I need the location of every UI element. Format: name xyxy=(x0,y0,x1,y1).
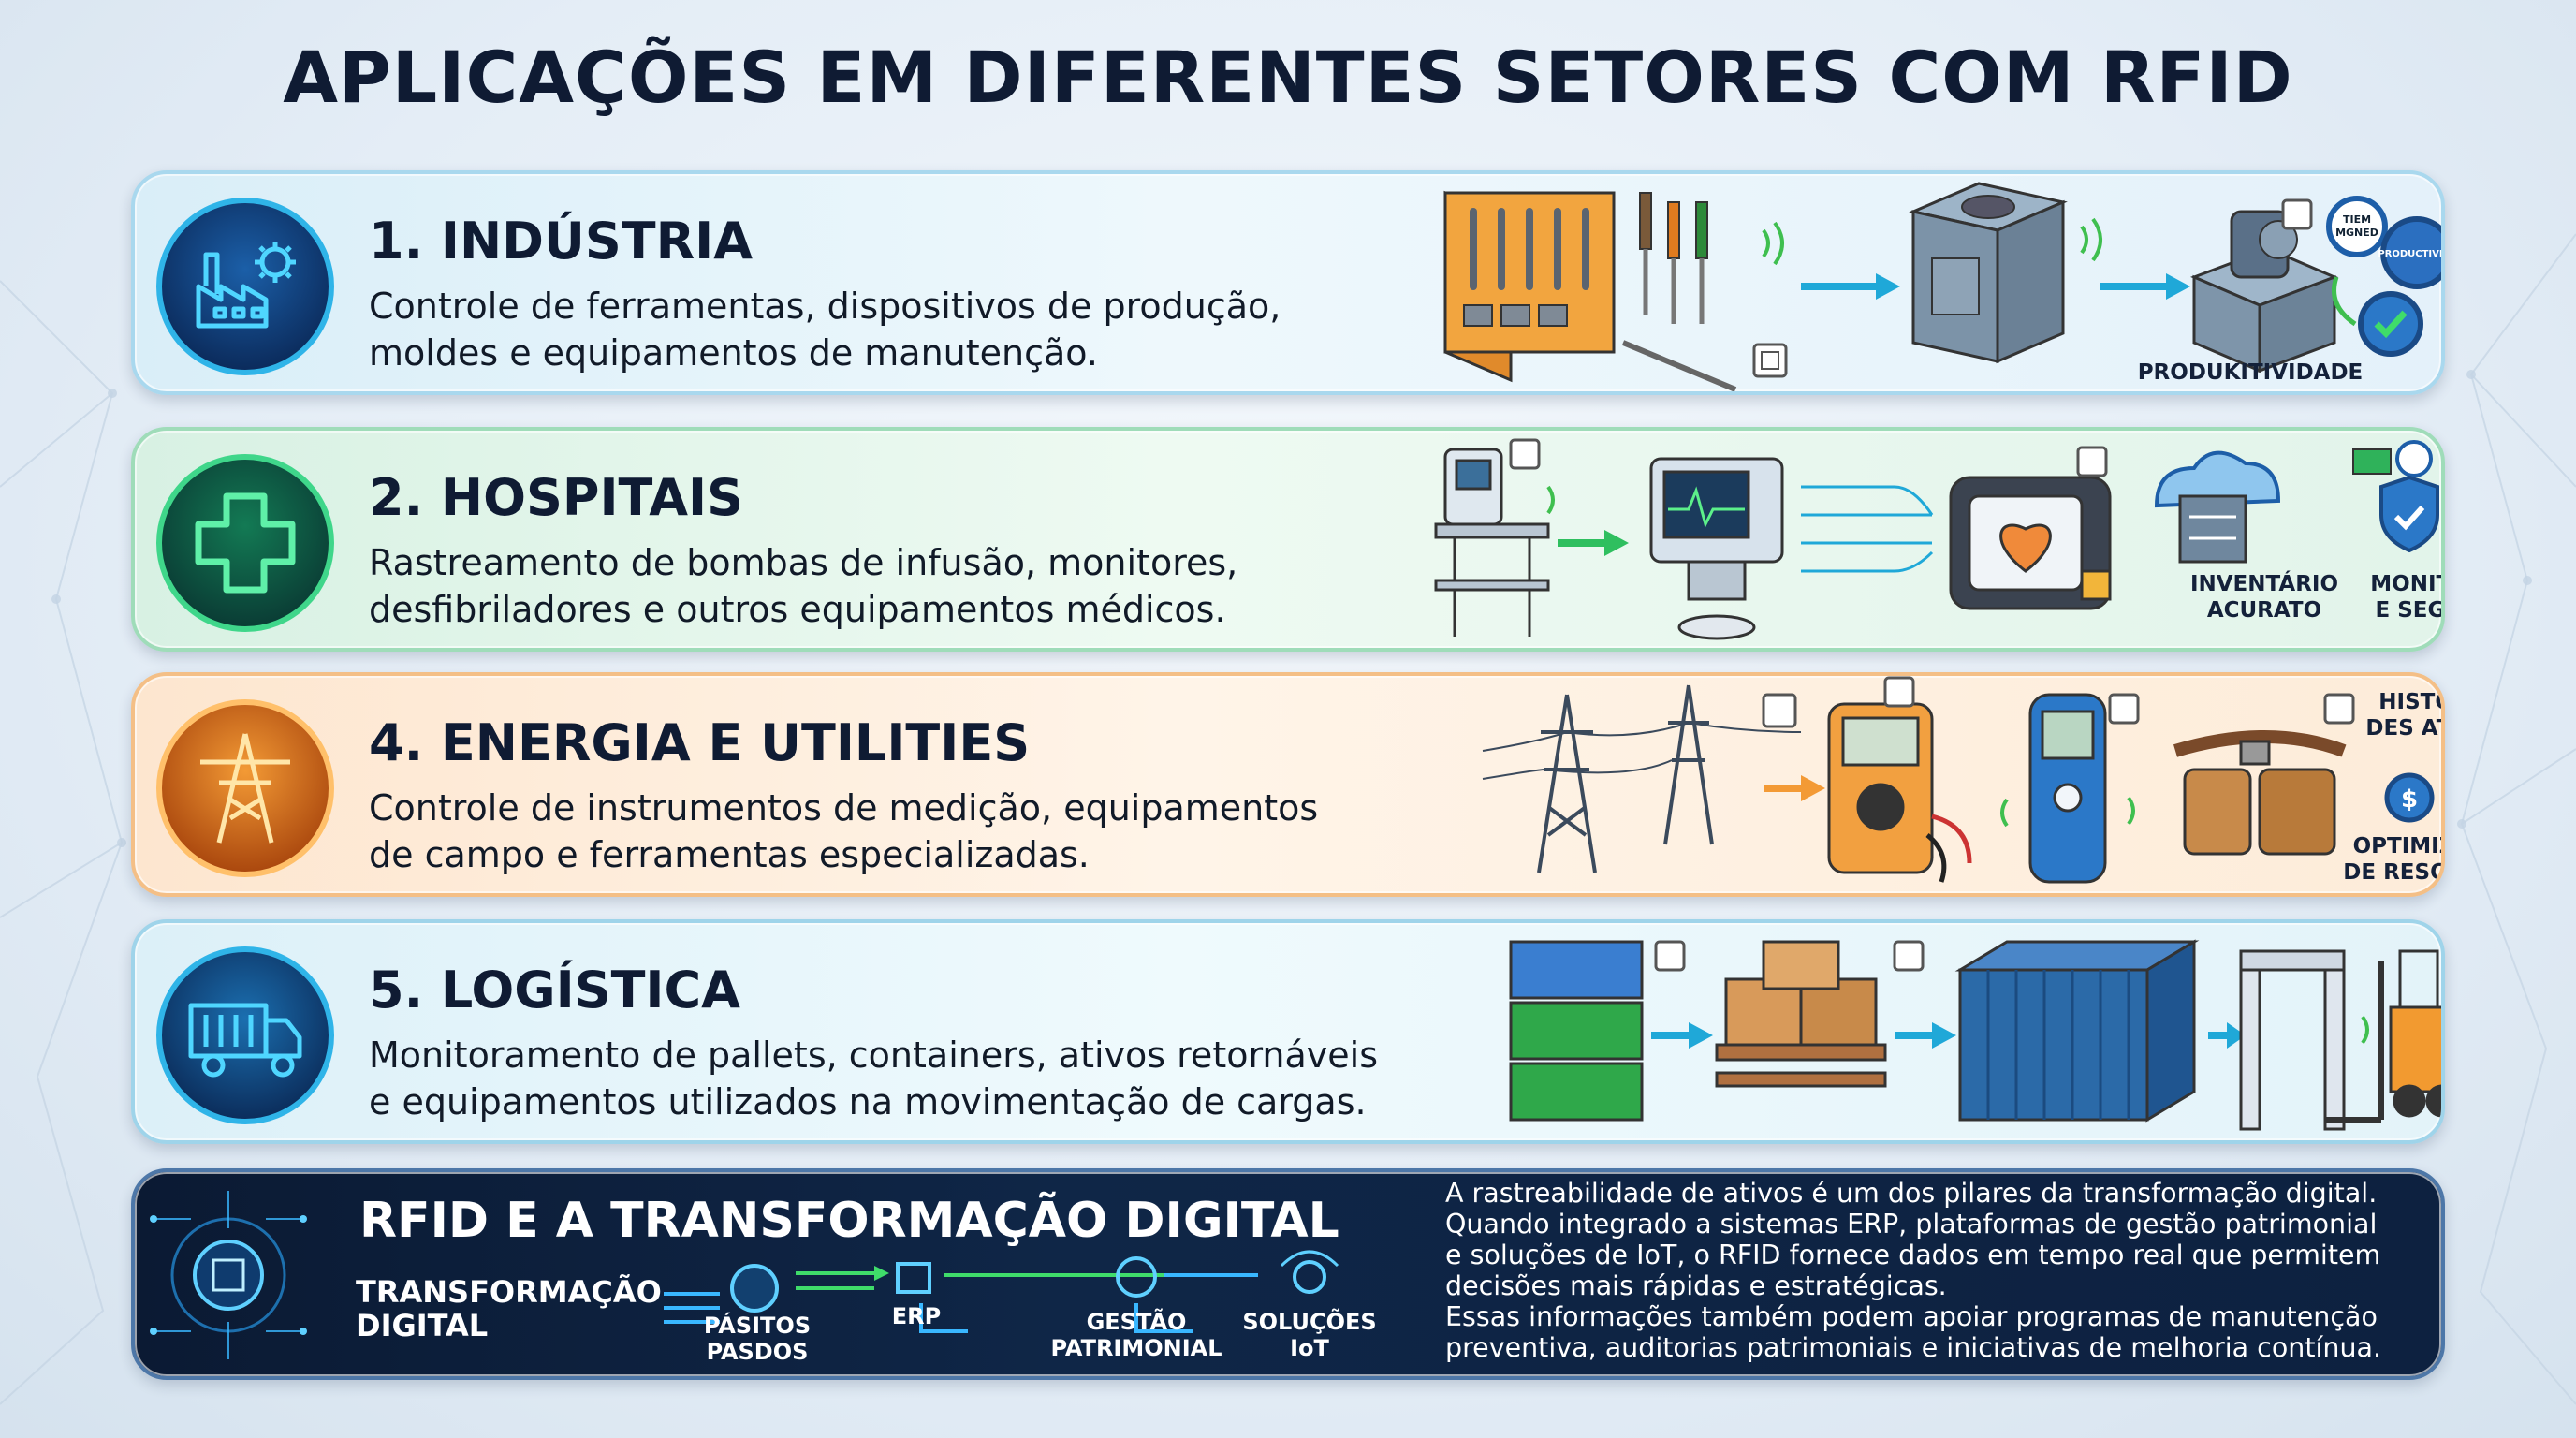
section-description: Controle de instrumentos de medição, equ… xyxy=(369,785,1492,878)
handheld-meter-icon xyxy=(2028,693,2107,884)
iot-icon xyxy=(1280,1250,1339,1294)
forklift-icon xyxy=(2325,949,2441,1123)
flow-label-line: TRANSFORMAÇÃO xyxy=(356,1274,662,1310)
section-title: 1. INDÚSTRIA xyxy=(369,212,754,271)
cloud-server-icon xyxy=(2154,450,2281,564)
caption: OPTIMIZAÇÃO DE RESOURSOS xyxy=(2306,833,2445,886)
caption-line: DES ATIVOS xyxy=(2365,716,2441,741)
caption: PRODUKITIVIDADE xyxy=(2137,360,2364,385)
section-description: Monitoramento de pallets, containers, at… xyxy=(369,1032,1492,1125)
desc-line: Rastreamento de bombas de infusão, monit… xyxy=(369,542,1238,583)
flow-label-line: DIGITAL xyxy=(356,1308,489,1343)
node-label-line: PÁSITOS xyxy=(703,1313,812,1339)
node-label-line: PASDOS xyxy=(706,1339,809,1365)
desc-line: e equipamentos utilizados na movimentaçã… xyxy=(369,1081,1367,1123)
digital-flow-diagram xyxy=(150,1191,1339,1359)
power-tower-icon xyxy=(156,699,334,877)
node-label-line: GESTÃO xyxy=(1086,1309,1187,1335)
hospitais-illustration xyxy=(1434,438,2439,640)
desc-line: Monitoramento de pallets, containers, at… xyxy=(369,1034,1379,1076)
erp-icon xyxy=(896,1262,931,1294)
svg-text:$: $ xyxy=(2401,785,2418,814)
node-label-line: IoT xyxy=(1290,1335,1329,1361)
caption-line: HISTÓRIO xyxy=(2378,690,2441,714)
section-industria: 1. INDÚSTRIA Controle de ferramentas, di… xyxy=(131,170,2445,395)
node-label: SOLUÇÕES IoT xyxy=(1239,1309,1380,1361)
section-title: 4. ENERGIA E UTILITIES xyxy=(369,713,1031,772)
infusion-pump-icon xyxy=(1434,448,1550,637)
medical-cross-icon xyxy=(156,454,334,632)
text-line: Essas informações também podem apoiar pr… xyxy=(1445,1301,2378,1332)
signal-icon xyxy=(1762,221,1784,266)
node-label: GESTÃO PATRIMONIAL xyxy=(1033,1309,1239,1361)
flow-label: TRANSFORMAÇÃO DIGITAL xyxy=(356,1275,662,1343)
gear-label: PRODUCTIVITY xyxy=(2378,249,2445,259)
node-label: PÁSITOS PASDOS xyxy=(696,1313,818,1365)
node-label-line: PATRIMONIAL xyxy=(1050,1335,1222,1361)
section-logistica: 5. LOGÍSTICA Monitoramento de pallets, c… xyxy=(131,919,2445,1144)
text-line: preventiva, auditorias patrimoniais e in… xyxy=(1445,1332,2382,1363)
crates-icon xyxy=(1509,940,1644,1122)
desc-line: Controle de ferramentas, dispositivos de… xyxy=(369,286,1281,327)
caption: MONITORENTO E SEGURANÇA xyxy=(2344,571,2445,624)
transmission-tower-icon xyxy=(1482,684,1802,873)
machine-icon xyxy=(2189,210,2339,374)
shipping-container-icon xyxy=(1954,939,2200,1123)
tool-board-icon xyxy=(1443,190,1616,383)
rfid-tag-icon xyxy=(1752,343,1788,378)
shield-icon xyxy=(2352,440,2439,553)
desc-line: desfibriladores e outros equipamentos mé… xyxy=(369,589,1226,630)
gear-label: TIEM xyxy=(2343,213,2371,226)
section-description: Controle de ferramentas, dispositivos de… xyxy=(369,283,1492,376)
text-line: A rastreabilidade de ativos é um dos pil… xyxy=(1445,1178,2378,1209)
gear-label: MGNED xyxy=(2335,227,2378,239)
text-line: decisões mais rápidas e estratégicas. xyxy=(1445,1270,1947,1301)
caption-line: INVENTÁRIO xyxy=(2189,572,2339,596)
coin-hand-icon xyxy=(1116,1256,1157,1298)
pallet-boxes-icon xyxy=(1715,940,1887,1088)
patient-monitor-icon xyxy=(1649,457,1784,640)
caption-line: ACURATO xyxy=(2206,598,2322,623)
energia-illustration: $ xyxy=(1482,676,2435,884)
industria-illustration: TIEM MGNED PRODUCTIVITY xyxy=(1443,182,2445,391)
factory-gear-icon xyxy=(156,198,334,375)
caption-line: DE RESOURSOS xyxy=(2343,860,2445,885)
mold-icon xyxy=(1909,182,2068,364)
defibrillator-icon xyxy=(1949,476,2112,610)
screwdriver-icon xyxy=(1621,192,1737,391)
desc-line: moldes e equipamentos de manutenção. xyxy=(369,332,1098,374)
caption: INVENTÁRIO ACURATO xyxy=(2147,571,2381,624)
caption-line: OPTIMIZAÇÃO xyxy=(2352,834,2441,858)
text-line: e soluções de IoT, o RFID fornece dados … xyxy=(1445,1240,2381,1270)
chip-icon xyxy=(150,1191,307,1359)
desc-line: Controle de instrumentos de medição, equ… xyxy=(369,787,1319,829)
digital-text: A rastreabilidade de ativos é um dos pil… xyxy=(1445,1178,2441,1363)
logistica-illustration xyxy=(1509,939,2441,1131)
node-label: ERP xyxy=(891,1303,942,1329)
productivity-gear-icon xyxy=(2326,196,2441,357)
page-title: APLICAÇÕES EM DIFERENTES SETORES COM RFI… xyxy=(283,36,2293,119)
section-digital: RFID E A TRANSFORMAÇÃO DIGITAL TRANSFORM… xyxy=(131,1168,2445,1380)
caption-line: E SEGURANÇA xyxy=(2375,598,2445,623)
section-energia: 4. ENERGIA E UTILITIES Controle de instr… xyxy=(131,672,2445,897)
section-description: Rastreamento de bombas de infusão, monit… xyxy=(369,539,1492,633)
text-line: Quando integrado a sistemas ERP, platafo… xyxy=(1445,1209,2378,1240)
node-label-line: SOLUÇÕES xyxy=(1242,1309,1377,1335)
tool-belt-icon xyxy=(2173,730,2347,856)
section-title: 5. LOGÍSTICA xyxy=(369,961,740,1020)
section-hospitais: 2. HOSPITAIS Rastreamento de bombas de i… xyxy=(131,427,2445,652)
section-title: 2. HOSPITAIS xyxy=(369,468,743,527)
multimeter-icon xyxy=(1827,702,1972,883)
digital-title: RFID E A TRANSFORMAÇÃO DIGITAL xyxy=(359,1193,1339,1249)
caption-line: MONITORENTO xyxy=(2370,572,2445,596)
node-1-icon xyxy=(730,1264,779,1313)
resource-gear-icon: $ xyxy=(2384,772,2435,823)
caption: HISTÓRIO DES ATIVOS xyxy=(2306,689,2441,741)
rfid-gate-icon xyxy=(2239,949,2346,1131)
desc-line: de campo e ferramentas especializadas. xyxy=(369,834,1090,875)
truck-icon xyxy=(156,946,334,1124)
